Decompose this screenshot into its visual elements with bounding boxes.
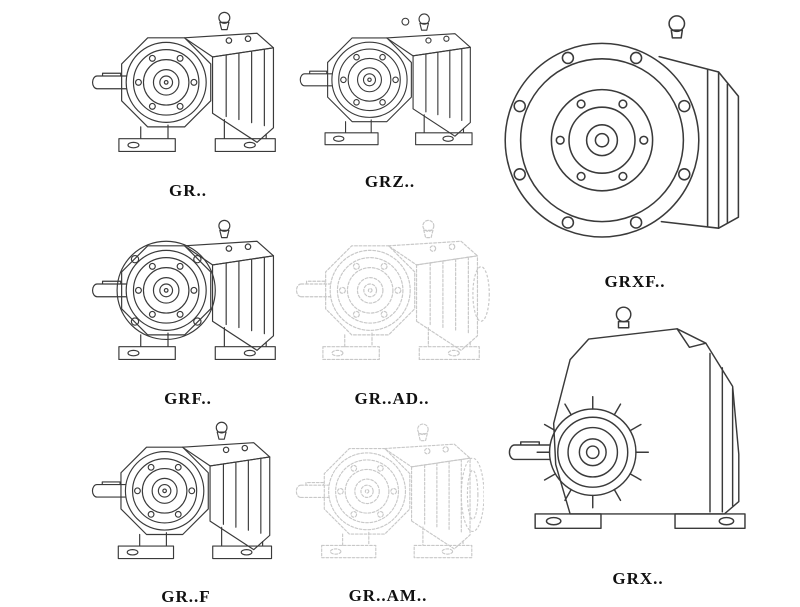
figure-grf-foot: GR..F xyxy=(88,416,284,607)
gearbox-grx-drawing xyxy=(494,300,782,567)
figure-grxf: GRXF.. xyxy=(492,6,778,292)
gearbox-gr-label: GR.. xyxy=(169,180,207,200)
figure-grz: GRZ.. xyxy=(296,8,484,192)
gearbox-gram-label: GR..AM.. xyxy=(348,585,428,605)
gearbox-grf-label: GRF.. xyxy=(164,388,212,408)
gearbox-grxf-drawing xyxy=(492,6,778,270)
gearbox-gram-drawing xyxy=(292,418,484,584)
gearbox-grx-label: GRX.. xyxy=(612,569,664,589)
gearbox-grf-drawing xyxy=(88,214,288,387)
figure-gram: GR..AM.. xyxy=(292,418,484,606)
figure-gr: GR.. xyxy=(88,6,288,201)
gearbox-grz-label: GRZ.. xyxy=(364,172,416,192)
figure-grf: GRF.. xyxy=(88,214,288,409)
figure-grx: GRX.. xyxy=(494,300,782,589)
gearbox-grad-label: GR..AD.. xyxy=(354,388,430,408)
gearbox-grf-foot-label: GR..F xyxy=(161,587,211,607)
gearbox-grxf-label: GRXF.. xyxy=(604,272,666,291)
figure-grad: GR..AD.. xyxy=(292,214,492,409)
gearbox-gr-drawing xyxy=(88,6,288,179)
gearbox-grad-drawing xyxy=(292,214,492,387)
gearbox-grf-foot-drawing xyxy=(88,416,284,585)
gearbox-grz-drawing xyxy=(296,8,484,170)
